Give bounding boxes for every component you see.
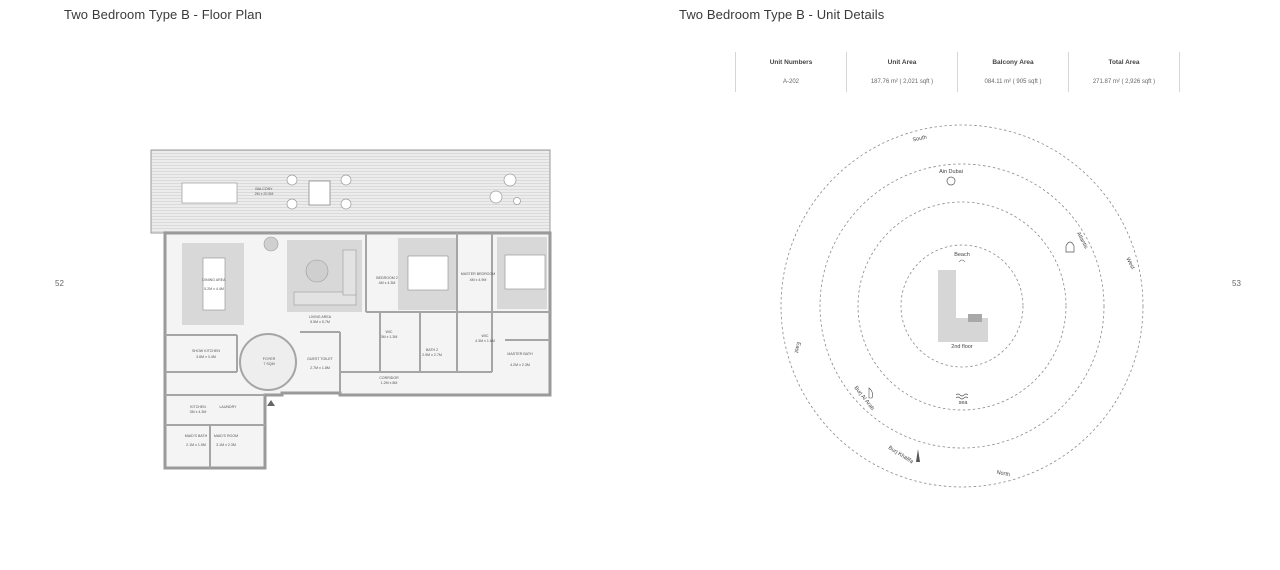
room-label-bath-2: BATH 2 [426,348,438,352]
burj-al-arab-icon [868,387,873,399]
room-label-bedroom2: BEDROOM 2 [376,276,398,280]
room-label-wic-2: WIC [386,330,393,334]
room-size-master-bedroom: 4M x 4.9M [470,278,487,282]
room-size-balcony: 2M x 20.5M [255,192,274,196]
room-label-master-bedroom: MASTER BEDROOM [461,272,496,276]
balcony-lounge [503,173,517,187]
header-balcony-area: Balcony Area [957,52,1069,72]
foyer-circle [239,333,297,391]
room-label-living: LIVING AREA [309,315,332,319]
ain-dubai-icon [946,176,956,186]
room-size-wic-2: 3M x 1.3M [381,335,398,339]
room-label-show-kitchen: SHOW KITCHEN [192,349,220,353]
round-column [263,236,279,252]
floor-plan-title: Two Bedroom Type B - Floor Plan [64,7,262,22]
room-size-maids-bath: 2.1M x 1.5M [186,443,206,447]
header-total-area: Total Area [1068,52,1180,72]
building-footprint [938,270,988,342]
burj-khalifa-icon [916,449,920,462]
room-size-living: 5.5M x 5.7M [310,320,330,324]
floor-plan-drawing: BALCONY 2M x 20.5M DINING AREA 5.2M x 4.… [150,149,552,470]
table-header-row: Unit Numbers Unit Area Balcony Area Tota… [735,52,1180,72]
unit-details-table: Unit Numbers Unit Area Balcony Area Tota… [735,52,1180,92]
header-unit-numbers: Unit Numbers [735,52,847,72]
room-label-maids-room: MAID'S ROOM [214,434,238,438]
coffee-table [305,259,329,283]
sofa [293,291,357,306]
room-size-bath-2: 2.9M x 2.7M [422,353,442,357]
master-bed [504,254,546,290]
cell-total-area: 271.87 m² ( 2,926 sqft ) [1068,72,1180,92]
balcony-side-table [513,197,521,205]
sea-icon [955,393,969,400]
room-size-show-kitchen: 3.6M x 3.4M [196,355,216,359]
unit-highlight [968,314,982,322]
room-label-foyer: FOYER [263,357,276,361]
interior-walls [165,233,550,468]
room-size-dining: 5.2M x 4.4M [204,287,224,291]
landmark-burj-al-arab: Burj Al Arab [853,385,875,411]
entrance-arrow-icon [267,400,275,406]
direction-north: North [996,470,1010,479]
room-size-bedroom2: 4M x 4.3M [379,281,396,285]
sofa-side [342,249,357,296]
room-size-master-bath: 4.2M x 2.3M [510,363,530,367]
room-size-guest-toilet: 2.7M x 1.8M [310,366,330,370]
ring-inner [900,244,1024,368]
landmark-atlantis: Atlantis [1075,231,1089,250]
page-number-right: 53 [1232,279,1241,288]
balcony-chair [286,174,298,186]
landmark-burj-khalifa: Burj Khalifa [887,445,915,465]
balcony-square-table [308,180,331,206]
dining-table [202,257,226,311]
page-number-left: 52 [55,279,64,288]
cell-unit-area: 187.76 m² ( 2,021 sqft ) [846,72,958,92]
bed-2 [407,255,449,291]
direction-south: South [912,135,927,144]
balcony-chair [340,198,352,210]
cell-unit-number: A-202 [735,72,847,92]
floor-label: 2nd floor [951,344,973,350]
room-size-wic-master: 4.3M x 1.8M [475,339,495,343]
room-label-balcony: BALCONY [255,187,273,191]
landmark-sea: sea [959,400,969,406]
balcony-lounge [489,190,503,204]
location-map: South West North East Ain Dubai Atlantis… [780,124,1144,488]
beach-icon [958,259,966,263]
room-label-maids-bath: MAID'S BATH [185,434,208,438]
direction-east: East [793,341,802,354]
room-label-guest-toilet: GUEST TOILET [307,357,334,361]
balcony-chair [286,198,298,210]
atlantis-icon [1065,241,1075,253]
room-label-wic-master: WIC [482,334,489,338]
ring-middle-inner [857,201,1067,411]
room-size-kitchen: 3M x 4.3M [190,410,207,414]
room-label-dining: DINING AREA [202,278,226,282]
ring-middle-outer [819,163,1105,449]
landmark-ain-dubai: Ain Dubai [939,169,963,175]
balcony-chair [340,174,352,186]
room-size-maids-room: 3.1M x 2.3M [216,443,236,447]
direction-west: West [1124,257,1135,271]
room-label-laundry: LAUNDRY [219,405,237,409]
balcony-table [181,182,238,204]
room-size-foyer: 7 SQM [263,362,274,366]
table-row: A-202 187.76 m² ( 2,021 sqft ) 084.11 m²… [735,72,1180,92]
room-label-master-bath: MASTER BATH [507,352,533,356]
room-label-corridor: CORRIDOR [379,376,399,380]
header-unit-area: Unit Area [846,52,958,72]
landmark-beach: Beach [954,252,970,258]
unit-details-title: Two Bedroom Type B - Unit Details [679,7,885,22]
cell-balcony-area: 084.11 m² ( 905 sqft ) [957,72,1069,92]
room-size-corridor: 1.2M x 8M [381,381,398,385]
room-label-kitchen: KITCHEN [190,405,206,409]
ring-outer [780,124,1144,488]
